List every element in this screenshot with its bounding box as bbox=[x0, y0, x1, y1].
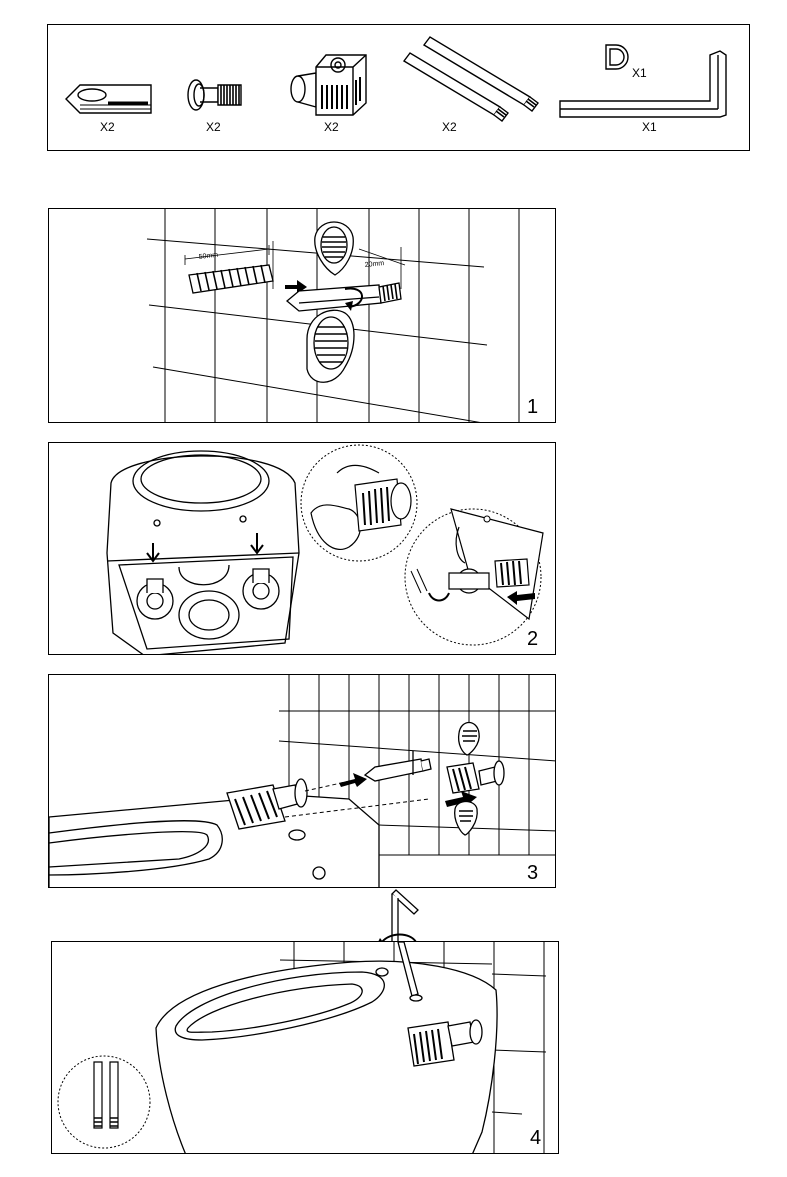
insert-arrow-a-icon bbox=[339, 773, 367, 787]
flange-screw-icon bbox=[187, 79, 242, 111]
step-3-drawing bbox=[49, 675, 555, 887]
down-arrow-left-icon bbox=[146, 543, 160, 563]
qty-threaded-rod: X2 bbox=[442, 120, 457, 134]
down-arrow-right-icon bbox=[250, 533, 264, 555]
rotate-arrowhead-icon bbox=[345, 301, 353, 311]
qty-anchor-bolt: X2 bbox=[100, 120, 115, 134]
detail-circle-bracket bbox=[404, 508, 544, 646]
fixing-block-step3-icon bbox=[226, 778, 308, 830]
hex-key-icon bbox=[559, 50, 727, 118]
threaded-rod-icon bbox=[402, 36, 539, 122]
parts-panel: X2 X2 X2 X2 X1 X1 bbox=[47, 24, 750, 151]
pull-arrow-icon bbox=[507, 591, 535, 605]
step-1-number: 1 bbox=[527, 396, 539, 418]
qty-flange-screw: X2 bbox=[206, 120, 221, 134]
cap-icon bbox=[605, 44, 629, 70]
wall-bolt-icon bbox=[188, 264, 274, 294]
anchor-bolt-step3-icon bbox=[363, 751, 432, 782]
step-2-drawing bbox=[106, 444, 544, 654]
dimension-20mm bbox=[358, 247, 406, 289]
step-1-panel: 50mm bbox=[48, 208, 556, 423]
wall-plug-lower-icon bbox=[306, 309, 355, 383]
hex-key-shaft-step4-icon bbox=[397, 942, 423, 1002]
anchor-bolt-icon bbox=[65, 84, 152, 114]
rotate-arrow-step2-icon bbox=[428, 592, 450, 602]
dashed-guides bbox=[284, 778, 430, 818]
step-3-panel: 3 bbox=[48, 674, 556, 888]
step-3-number: 3 bbox=[527, 862, 539, 884]
toilet-side-view bbox=[49, 794, 380, 887]
step-2-panel: 2 bbox=[48, 442, 556, 655]
dim-label-50mm: 50mm bbox=[198, 252, 218, 261]
step-4-panel: 4 bbox=[51, 941, 559, 1154]
fixing-block-icon bbox=[290, 54, 367, 116]
qty-fixing-block: X2 bbox=[324, 120, 339, 134]
toilet-step4 bbox=[155, 960, 498, 1153]
parts-drawing bbox=[65, 36, 727, 122]
detail-circle-hand bbox=[300, 444, 418, 562]
dim-label-20mm: 20mm bbox=[364, 260, 384, 269]
step-1-drawing: 50mm bbox=[146, 209, 520, 422]
fixing-block-step4-icon bbox=[407, 1019, 483, 1067]
rotate-arrow-icon bbox=[344, 287, 363, 308]
dimension-50mm bbox=[184, 241, 274, 289]
step-4-drawing bbox=[57, 942, 547, 1153]
wall-plugs-step3-icon bbox=[446, 721, 505, 836]
step-2-number: 2 bbox=[527, 628, 539, 650]
step-4-number: 4 bbox=[530, 1127, 542, 1149]
toilet-back-view bbox=[106, 450, 300, 654]
qty-hex-key: X1 bbox=[642, 120, 657, 134]
detail-circle-rods bbox=[57, 1055, 151, 1149]
qty-cap: X1 bbox=[632, 66, 647, 80]
wall-plug-upper-icon bbox=[314, 221, 354, 276]
